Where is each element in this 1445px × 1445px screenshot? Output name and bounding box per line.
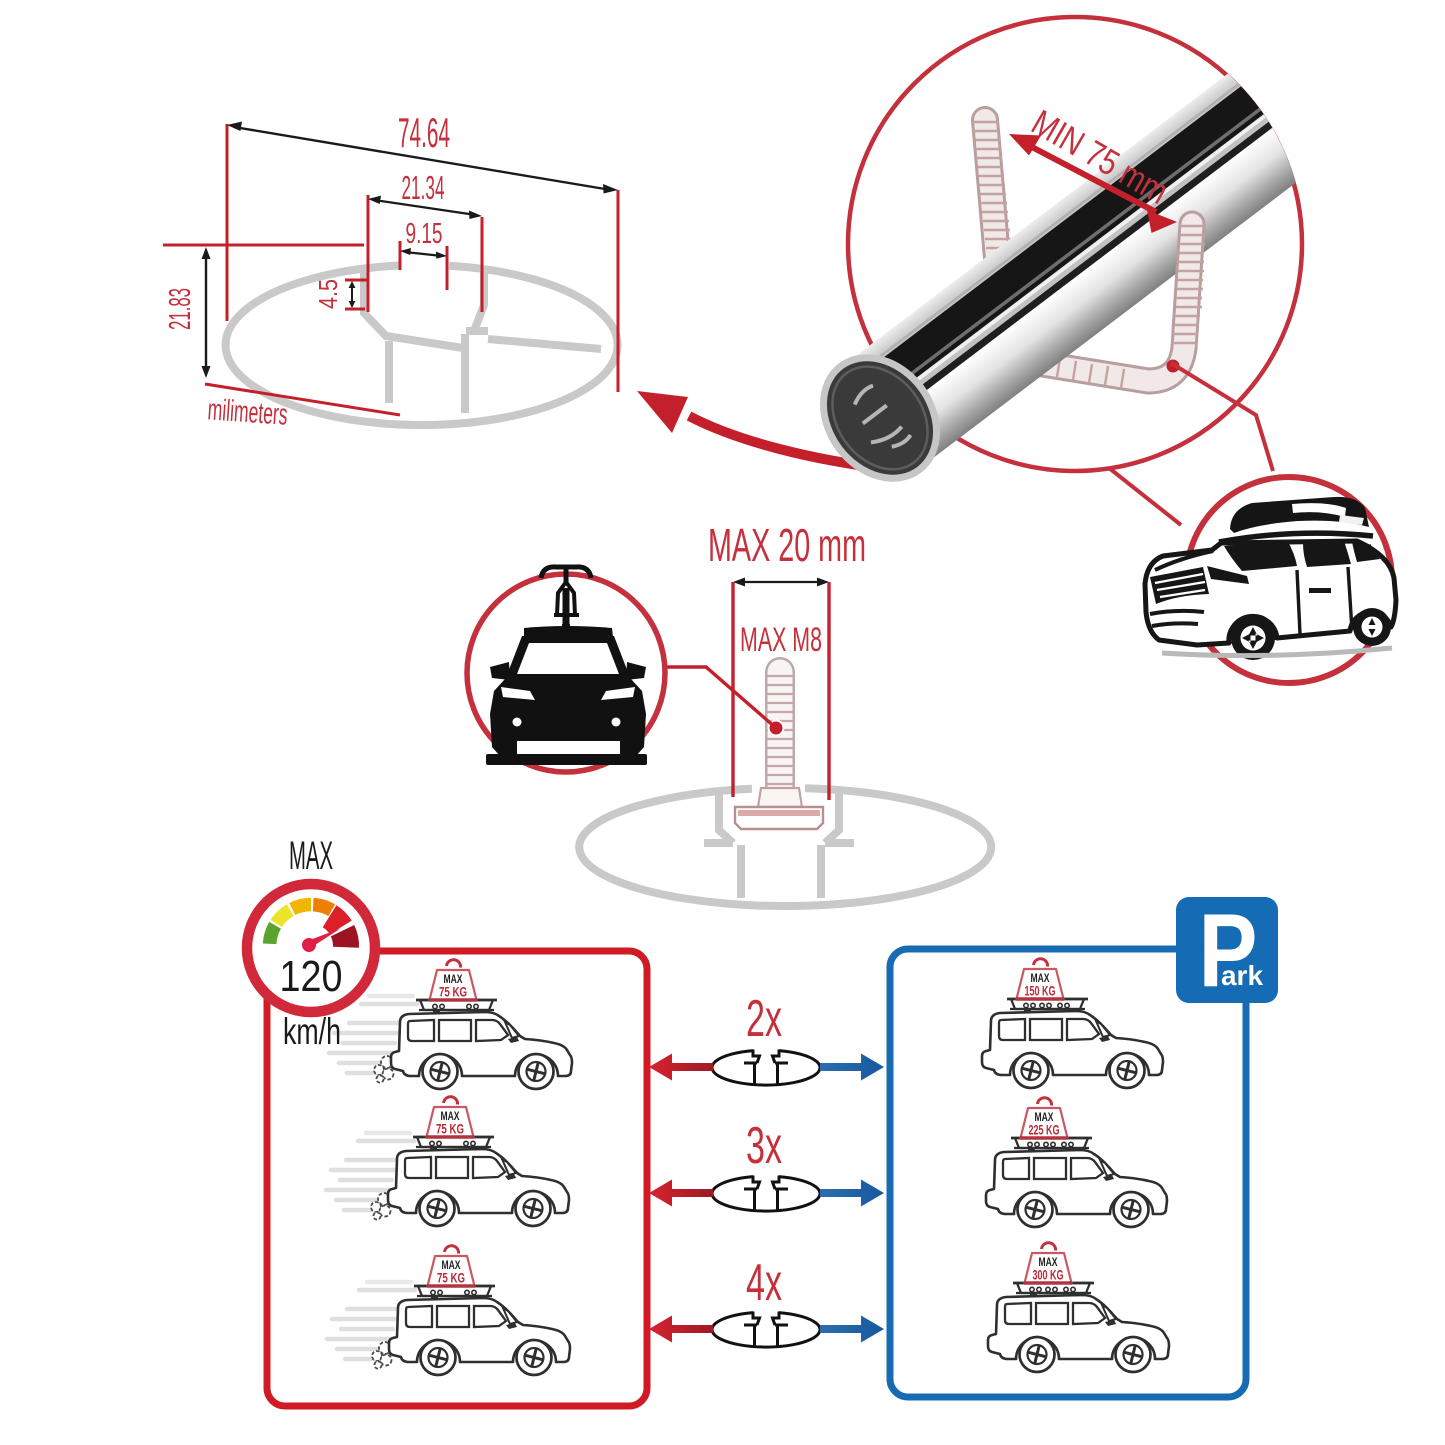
svg-text:MAX: MAX bbox=[289, 834, 333, 878]
svg-text:2x: 2x bbox=[746, 990, 782, 1048]
svg-text:MAX 20 mm: MAX 20 mm bbox=[708, 519, 866, 571]
svg-text:km/h: km/h bbox=[283, 1011, 341, 1052]
svg-text:74.64: 74.64 bbox=[398, 109, 450, 156]
svg-text:21.34: 21.34 bbox=[402, 169, 445, 206]
svg-text:P: P bbox=[1199, 893, 1258, 1008]
svg-text:3x: 3x bbox=[746, 1117, 782, 1175]
svg-text:4x: 4x bbox=[746, 1254, 782, 1312]
svg-text:MAX: MAX bbox=[1035, 1110, 1054, 1124]
svg-text:120: 120 bbox=[280, 952, 343, 1001]
svg-text:4.5: 4.5 bbox=[313, 279, 343, 309]
svg-text:MAX M8: MAX M8 bbox=[740, 621, 822, 659]
svg-text:MAX: MAX bbox=[1039, 1255, 1058, 1269]
svg-text:300 KG: 300 KG bbox=[1033, 1267, 1064, 1283]
svg-text:21.83: 21.83 bbox=[162, 288, 197, 330]
svg-text:ark: ark bbox=[1221, 960, 1263, 991]
svg-text:9.15: 9.15 bbox=[406, 218, 443, 250]
svg-text:150 KG: 150 KG bbox=[1025, 983, 1056, 999]
svg-text:milimeters: milimeters bbox=[207, 393, 289, 432]
svg-text:MAX: MAX bbox=[1031, 971, 1050, 985]
svg-text:225 KG: 225 KG bbox=[1029, 1122, 1060, 1138]
